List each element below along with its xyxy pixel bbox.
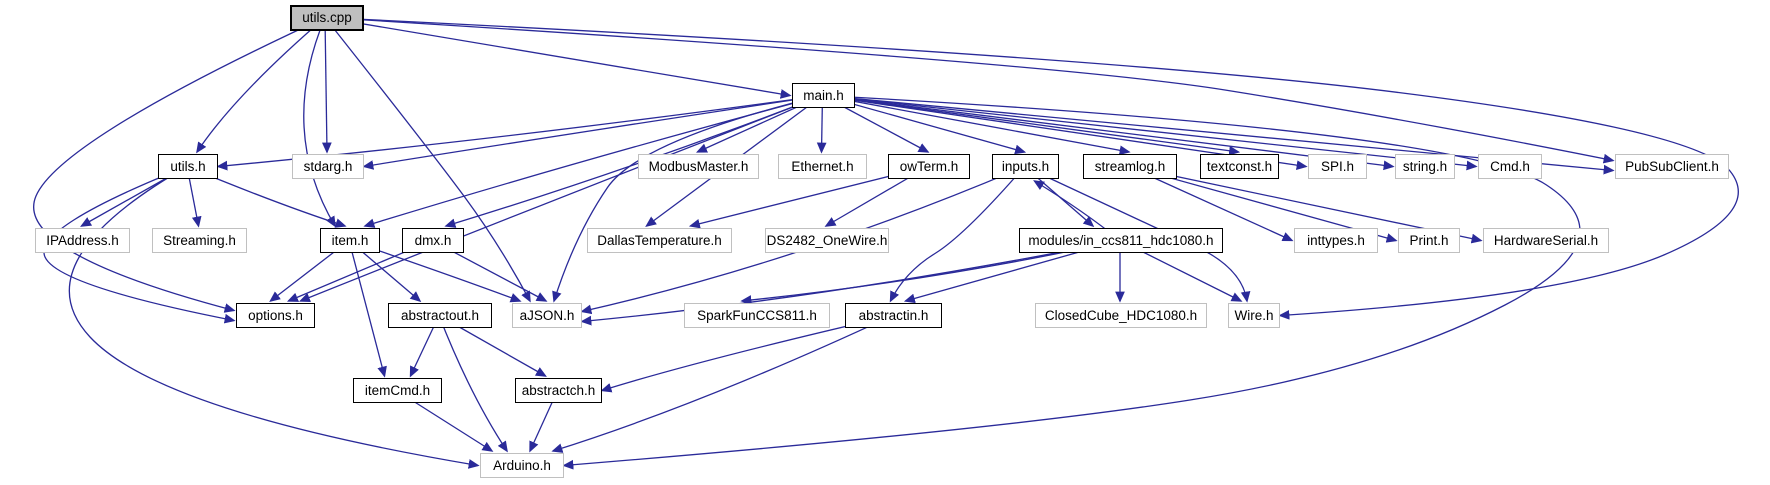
graph-node-options-h[interactable]: options.h <box>236 303 315 328</box>
edge-main_h-to-stdarg_h <box>362 94 823 170</box>
edge-main_h-to-ajson_h <box>552 94 823 303</box>
graph-node-print-h: Print.h <box>1398 228 1460 253</box>
graph-node-main-h[interactable]: main.h <box>792 83 855 108</box>
edge-main_h-to-cmd_h <box>822 94 1478 171</box>
graph-node-textconst-h[interactable]: textconst.h <box>1200 154 1279 179</box>
graph-node-inttypes-h: inttypes.h <box>1294 228 1378 253</box>
graph-node-owterm-h[interactable]: owTerm.h <box>888 154 970 179</box>
graph-node-wire-h: Wire.h <box>1228 303 1280 328</box>
graph-node-ds2482-onewire-h: DS2482_OneWire.h <box>765 228 889 253</box>
graph-node-itemcmd-h[interactable]: itemCmd.h <box>353 378 442 403</box>
edge-utils_cpp-to-pubsubclient_h <box>324 16 1615 164</box>
edge-main_h-to-streamlog_h <box>822 94 1131 156</box>
graph-node-dmx-h[interactable]: dmx.h <box>402 228 464 253</box>
graph-node-closedcube-hdc1080-h: ClosedCube_HDC1080.h <box>1035 303 1207 328</box>
edge-item_h-to-itemcmd_h <box>348 240 387 378</box>
graph-node-hardwareserial-h: HardwareSerial.h <box>1483 228 1609 253</box>
graph-node-dallastemperature-h: DallasTemperature.h <box>587 228 732 253</box>
edge-utils_cpp-to-ajson_h <box>324 17 531 303</box>
graph-node-pubsubclient-h: PubSubClient.h <box>1615 154 1729 179</box>
graph-node-utils-h[interactable]: utils.h <box>158 154 218 179</box>
edge-utils_cpp-to-options_h <box>33 16 326 313</box>
graph-node-item-h[interactable]: item.h <box>320 228 380 253</box>
graph-node-streamlog-h[interactable]: streamlog.h <box>1083 154 1177 179</box>
edge-inputs_h-to-abstractin_h <box>889 166 1025 303</box>
edge-abstractin_h-to-abstractch_h <box>600 314 893 393</box>
edge-main_h-to-inputs_h <box>822 94 1027 155</box>
graph-node-spi-h: SPI.h <box>1308 154 1367 179</box>
edge-abstractin_h-to-arduino_h <box>551 314 893 453</box>
edge-main_h-to-string_h <box>822 94 1395 171</box>
edge-utils_cpp-to-stdarg_h <box>321 17 332 154</box>
edge-main_h-to-arduino_h <box>562 94 1581 470</box>
graph-node-string-h: string.h <box>1395 154 1455 179</box>
graph-node-abstractch-h[interactable]: abstractch.h <box>515 378 602 403</box>
edge-utils_cpp-to-wire_h <box>324 16 1739 320</box>
graph-node-abstractin-h[interactable]: abstractin.h <box>845 303 942 328</box>
graph-node-ajson-h: aJSON.h <box>512 303 582 328</box>
graph-node-cmd-h: Cmd.h <box>1478 154 1542 179</box>
edge-main_h-to-options_h <box>298 94 823 303</box>
edge-utils_h-to-options_h <box>43 165 236 324</box>
edge-abstractout_h-to-arduino_h <box>438 315 508 453</box>
graph-node-modules-in-ccs811-hdc1080-h[interactable]: modules/in_ccs811_hdc1080.h <box>1019 228 1223 253</box>
edge-utils_cpp-to-main_h <box>324 16 792 99</box>
graph-node-abstractout-h[interactable]: abstractout.h <box>388 303 492 328</box>
graph-node-stdarg-h: stdarg.h <box>292 154 364 179</box>
graph-node-streaming-h: Streaming.h <box>152 228 247 253</box>
graph-node-modbusmaster-h: ModbusMaster.h <box>638 154 759 179</box>
graph-node-utils-cpp[interactable]: utils.cpp <box>290 5 364 31</box>
edge-utils_cpp-to-item_h <box>303 17 336 228</box>
edge-modules_h-to-ajson_h <box>580 239 1121 326</box>
edge-main_h-to-textconst_h <box>822 94 1241 156</box>
graph-node-ethernet-h: Ethernet.h <box>778 154 867 179</box>
edge-utils_cpp-to-utils_h <box>196 17 326 154</box>
graph-node-inputs-h[interactable]: inputs.h <box>992 154 1059 179</box>
graph-node-ipaddress-h: IPAddress.h <box>35 228 130 253</box>
graph-node-arduino-h: Arduino.h <box>480 453 564 478</box>
graph-node-sparkfunccs811-h: SparkFunCCS811.h <box>684 303 830 328</box>
